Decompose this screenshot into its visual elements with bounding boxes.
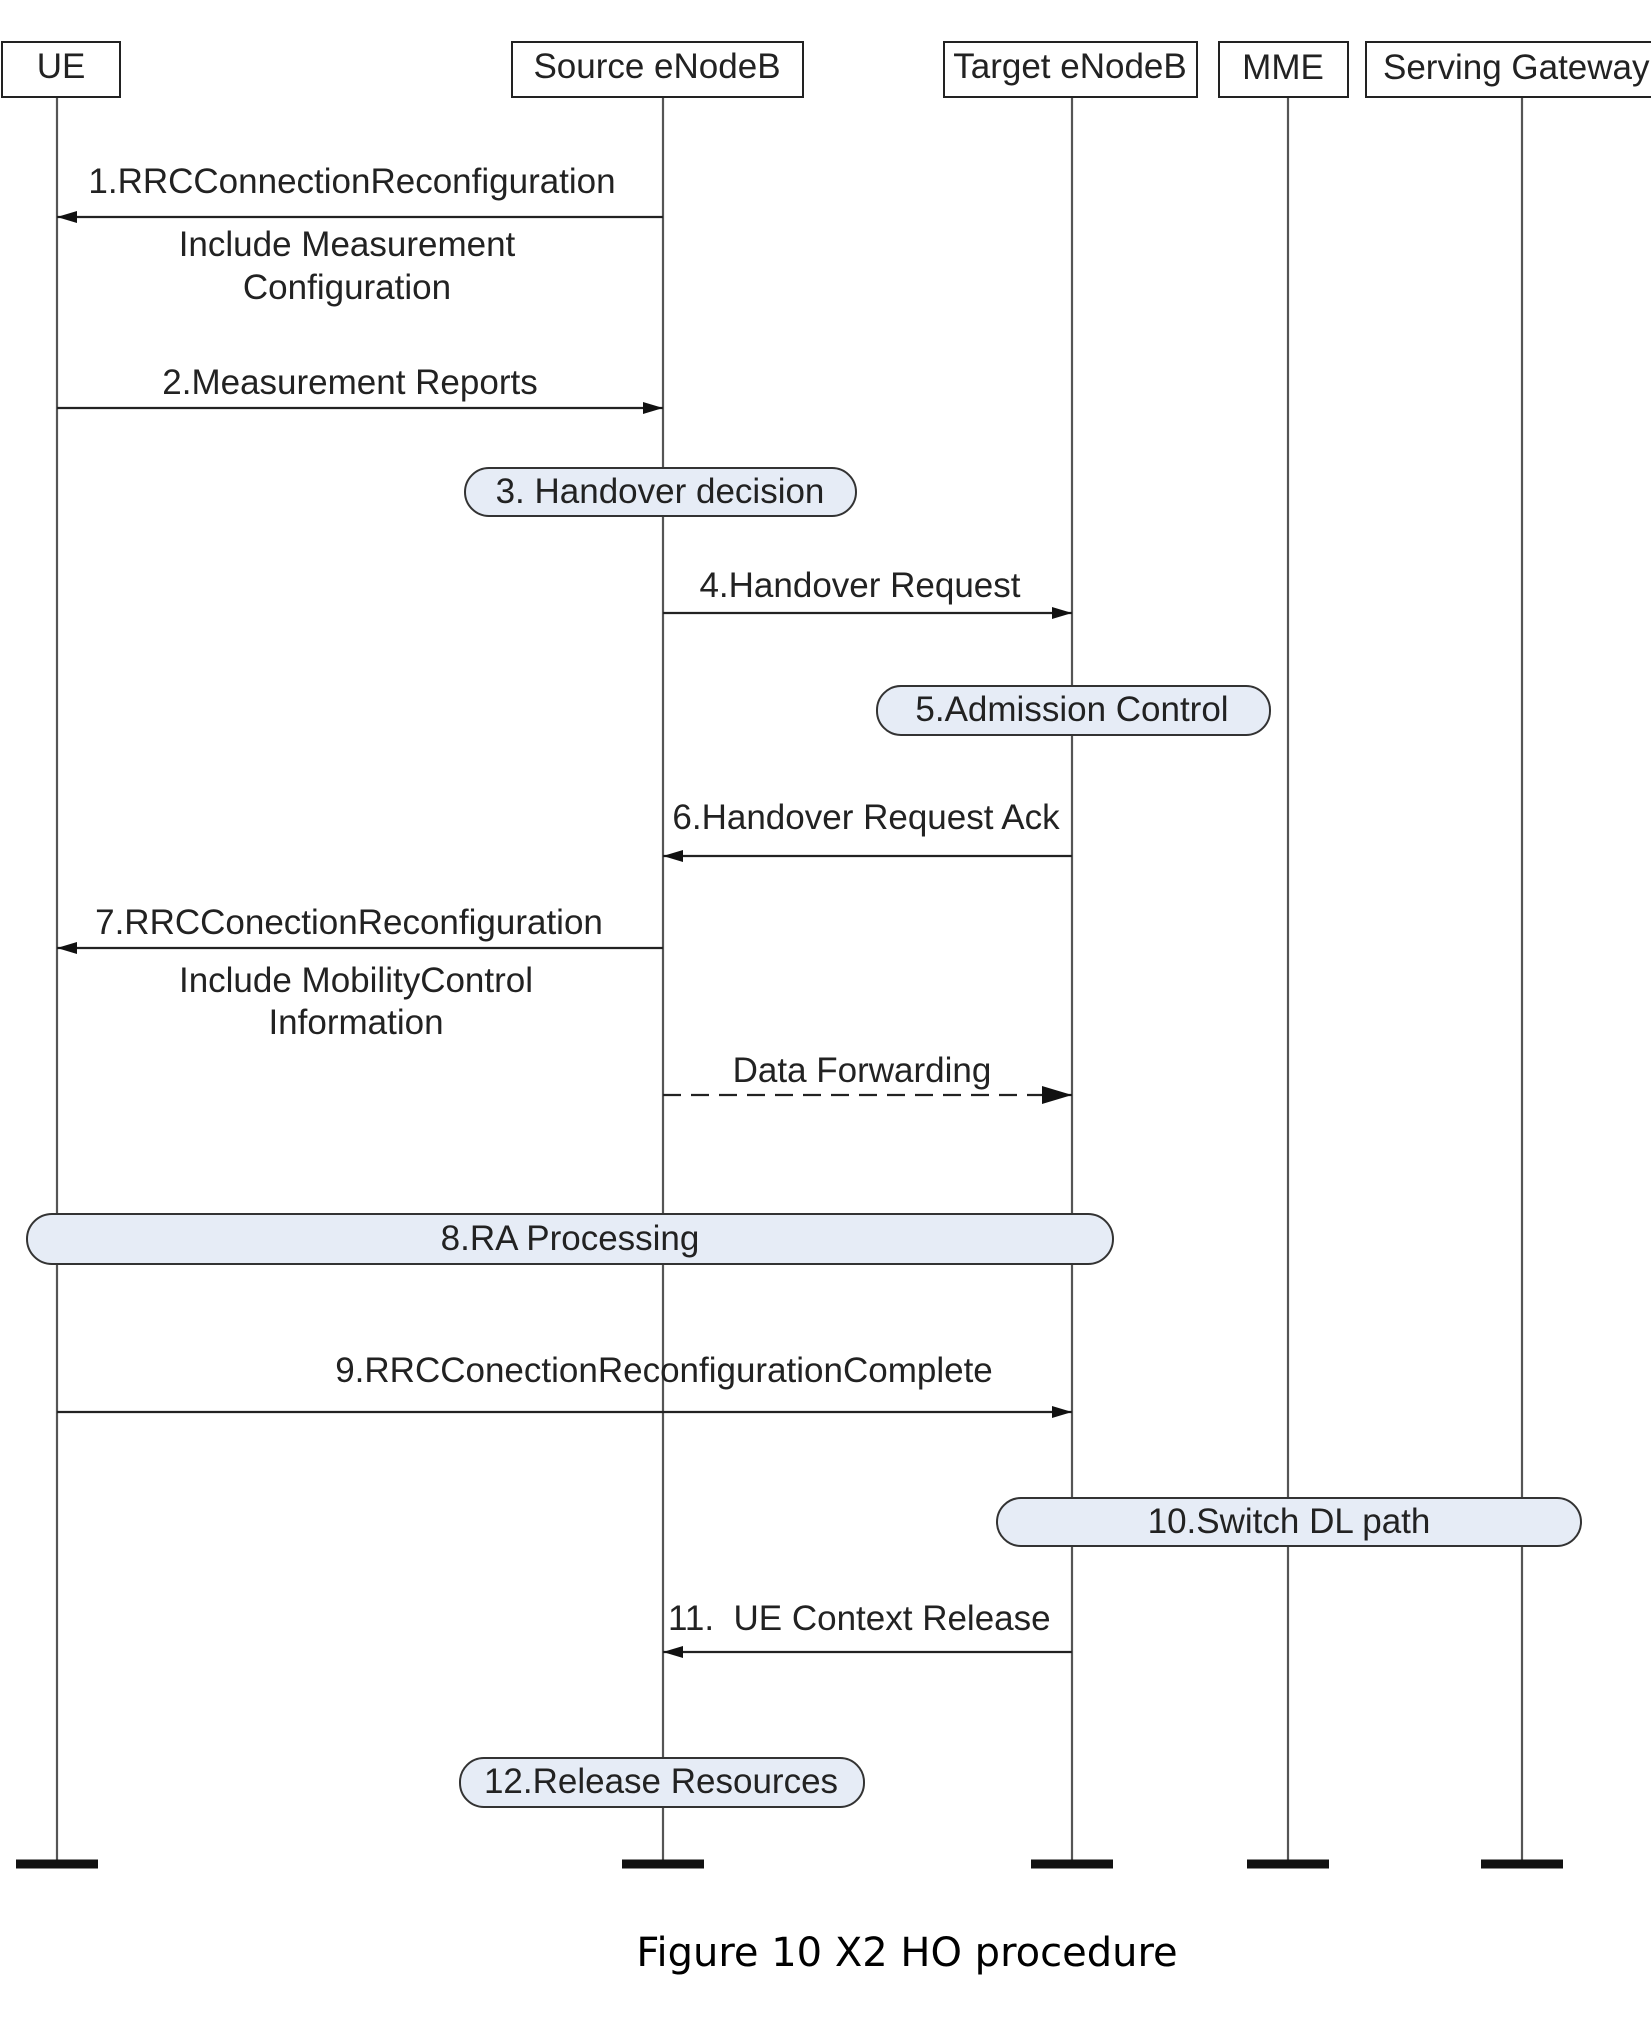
process-label-5: 5.Admission Control bbox=[915, 690, 1228, 729]
actor-label-ue: UE bbox=[37, 47, 86, 86]
message-label-1: 1.RRCConnectionReconfiguration bbox=[88, 162, 615, 201]
actor-label-mme: MME bbox=[1242, 48, 1324, 87]
message-label-data-forwarding: Data Forwarding bbox=[733, 1051, 992, 1090]
message-label-9: 9.RRCConectionReconfigurationComplete bbox=[335, 1351, 993, 1390]
message-label-7: 7.RRCConectionReconfiguration bbox=[95, 903, 603, 942]
process-ra-processing bbox=[26, 1213, 1114, 1265]
actor-label-target-enodeb: Target eNodeB bbox=[953, 47, 1186, 86]
message-label-4: 4.Handover Request bbox=[699, 566, 1020, 605]
actor-label-source-enodeb: Source eNodeB bbox=[533, 47, 780, 86]
figure-caption: Figure 10 X2 HO procedure bbox=[636, 1930, 1177, 1976]
message-label-2: 2.Measurement Reports bbox=[162, 363, 537, 402]
process-release-resources bbox=[459, 1757, 865, 1808]
message-note-1-line-2: Configuration bbox=[243, 268, 451, 307]
message-note-7-line-1: Include MobilityControl bbox=[179, 961, 533, 1000]
actor-box-ue bbox=[1, 41, 121, 98]
message-label-6: 6.Handover Request Ack bbox=[672, 798, 1060, 837]
process-label-12: 12.Release Resources bbox=[484, 1762, 838, 1801]
process-label-8: 8.RA Processing bbox=[441, 1219, 700, 1258]
actor-label-serving-gateway: Serving Gateway bbox=[1383, 48, 1650, 87]
process-admission-control bbox=[876, 685, 1271, 736]
actor-box-target-enodeb bbox=[943, 41, 1198, 98]
process-handover-decision bbox=[464, 467, 857, 517]
process-label-10: 10.Switch DL path bbox=[1148, 1502, 1431, 1541]
process-label-3: 3. Handover decision bbox=[496, 472, 825, 511]
process-switch-dl-path bbox=[996, 1497, 1582, 1547]
message-note-1-line-1: Include Measurement bbox=[179, 225, 516, 264]
actor-box-serving-gateway bbox=[1365, 41, 1651, 98]
actor-box-source-enodeb bbox=[511, 41, 804, 98]
message-label-11: 11. UE Context Release bbox=[668, 1599, 1051, 1638]
actor-box-mme bbox=[1218, 41, 1349, 98]
message-note-7-line-2: Information bbox=[268, 1003, 443, 1042]
